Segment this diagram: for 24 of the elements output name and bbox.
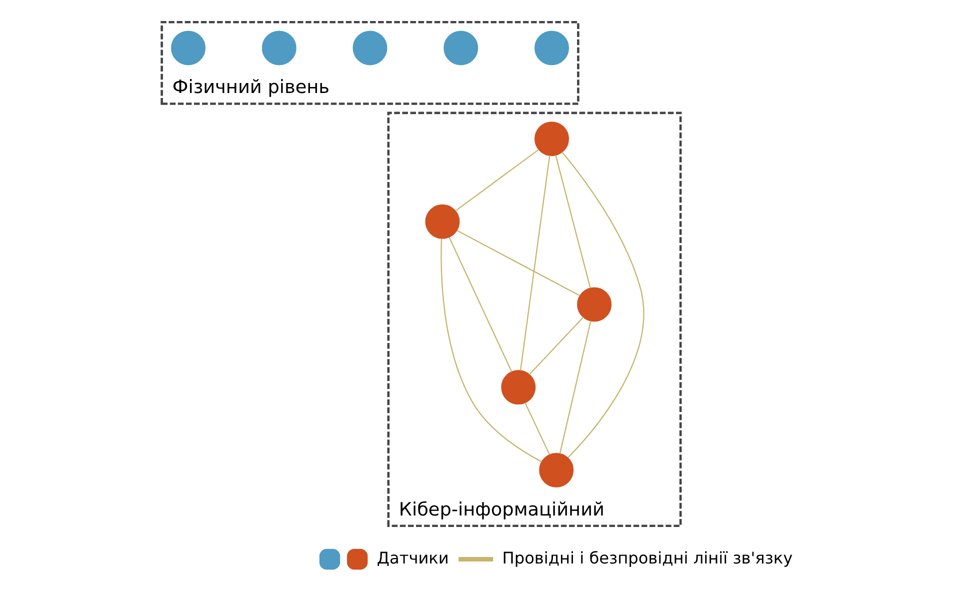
node-circle bbox=[538, 452, 574, 488]
node-circle bbox=[576, 287, 612, 322]
legend-label: Датчики bbox=[376, 548, 448, 568]
connector bbox=[454, 149, 539, 212]
cluster: Фізичний рівень bbox=[160, 20, 579, 105]
node-circle bbox=[443, 30, 478, 66]
connector bbox=[440, 238, 542, 462]
node-circle bbox=[424, 204, 460, 239]
connector bbox=[524, 402, 550, 455]
connector bbox=[558, 320, 591, 454]
connector bbox=[554, 154, 590, 288]
connector bbox=[528, 316, 584, 376]
connector bbox=[561, 152, 644, 458]
connector bbox=[456, 230, 580, 296]
legend-label: Провідні і безпровідні лінії зв'язку bbox=[502, 548, 792, 568]
node-circle bbox=[534, 30, 568, 66]
connector bbox=[448, 237, 512, 372]
node-circle bbox=[352, 30, 387, 66]
node-circle bbox=[170, 30, 206, 66]
cluster: Кібер-інформаційний bbox=[386, 112, 682, 528]
node-circle bbox=[534, 122, 568, 156]
node-circle bbox=[261, 30, 296, 66]
connector bbox=[519, 155, 550, 371]
node-circle bbox=[500, 370, 536, 405]
